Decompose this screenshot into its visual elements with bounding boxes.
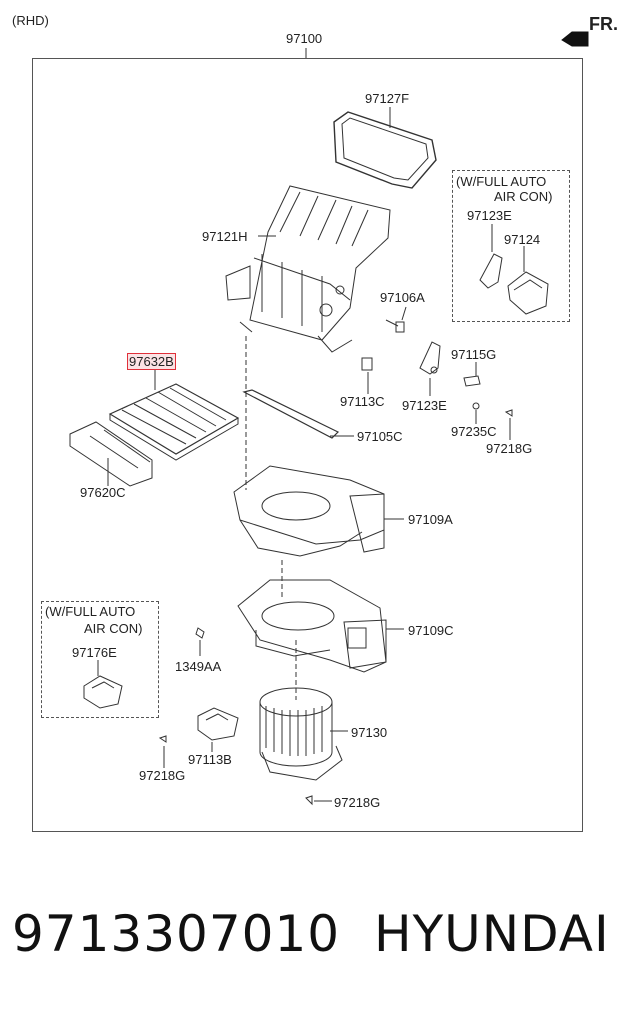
front-arrow-icon [561,31,589,47]
lever-97123e-bottom [419,341,441,375]
auto-aircon-box-bottom [41,601,159,718]
part-label-97130[interactable]: 97130 [351,725,388,740]
part-label-97109c[interactable]: 97109C [408,623,454,638]
part-label-97218g-left[interactable]: 97218G [139,768,186,783]
blower-lower-case-97109c [237,579,387,673]
blower-upper-case-97109a [233,465,385,557]
part-label-97176e[interactable]: 97176E [72,645,117,660]
lever-97123e-top [479,253,503,289]
clip-1349aa [195,627,205,639]
blower-motor-97130 [259,687,343,781]
part-label-97123e-top[interactable]: 97123E [467,208,512,223]
auto-aircon-box-top [452,170,570,322]
part-label-97106a[interactable]: 97106A [380,290,425,305]
auto-aircon-line1-top: (W/FULL AUTO [456,174,547,189]
resistor-97176e [83,675,123,709]
variant-label: (RHD) [12,13,49,28]
part-label-97620c[interactable]: 97620C [80,485,126,500]
auto-aircon-line2-bottom: AIR CON) [84,621,143,636]
filter-cover-97620c [69,421,153,487]
auto-aircon-line1-bottom: (W/FULL AUTO [45,604,136,619]
part-label-97113c[interactable]: 97113C [340,394,385,409]
auto-aircon-line2-top: AIR CON) [494,189,553,204]
part-label-97113b[interactable]: 97113B [188,752,232,767]
screw-97218g-top [504,409,513,417]
resistor-97113b [197,707,239,741]
screw-97218g-left [158,735,167,743]
cabin-filter-97632b [108,383,240,461]
clip-97113c [361,357,373,371]
part-label-97218g-top[interactable]: 97218G [486,441,533,456]
footer-part-number: 9713307010 [12,905,341,963]
footer-brand: HYUNDAI [374,905,610,963]
part-label-97123e-bottom[interactable]: 97123E [402,398,447,413]
gasket-97127f [333,111,437,189]
part-label-1349aa[interactable]: 1349AA [175,659,222,674]
screw-97106a [385,306,407,333]
front-direction-label: FR. [589,14,618,34]
assembly-frame [32,58,583,832]
part-label-97218g-right[interactable]: 97218G [334,795,381,810]
screw-97218g-right [305,795,313,806]
part-label-97127f[interactable]: 97127F [365,91,410,106]
part-label-97115g[interactable]: 97115G [451,347,497,362]
seal-strip-97105c [242,389,340,439]
actuator-97124 [507,271,549,315]
part-label-97121h[interactable]: 97121H [202,229,248,244]
part-label-97235c[interactable]: 97235C [451,424,497,439]
grommet-97235c [472,402,480,410]
main-part-label: 97100 [286,31,323,46]
part-label-97109a[interactable]: 97109A [408,512,453,527]
upper-case-97121h [225,185,391,353]
part-label-97124[interactable]: 97124 [504,232,541,247]
part-label-97105c[interactable]: 97105C [357,429,403,444]
pin-97115g [463,375,481,387]
part-label-97632b-highlighted[interactable]: 97632B [127,353,176,370]
